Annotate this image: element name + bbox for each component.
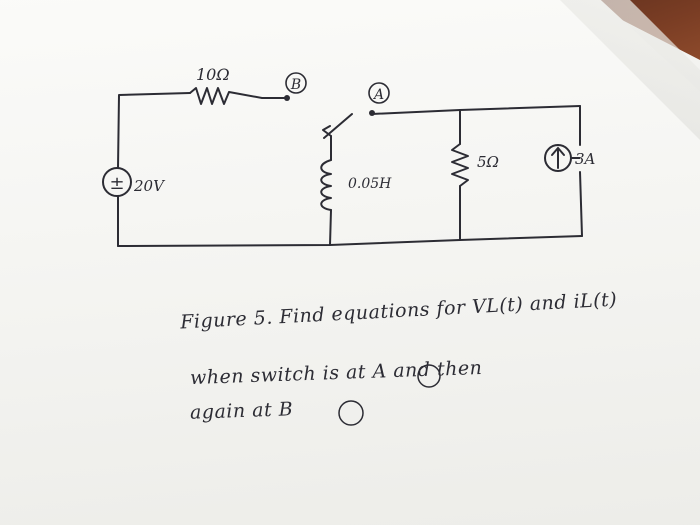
voltage-source-label: 20V (133, 177, 166, 195)
inductor-label: 0.05H (348, 176, 392, 192)
terminal-b-label: B (290, 77, 301, 93)
wire-top-right (371, 105, 581, 115)
wire-source-bottom (579, 171, 583, 237)
caption-b-circle (338, 400, 364, 426)
terminal-a-circle (368, 82, 390, 104)
caption-line-3: again at B (189, 398, 294, 424)
terminal-b-circle (285, 72, 307, 94)
terminal-a-label: A (372, 87, 384, 103)
terminal-a-dot (369, 110, 375, 116)
wire-top-left (117, 92, 191, 169)
current-source-label: 3A (575, 150, 596, 168)
resistor-top-zigzag (189, 87, 286, 105)
terminal-b-dot (284, 95, 290, 101)
current-source-arrow-icon (551, 146, 565, 169)
wire-middle-bottom (329, 209, 332, 246)
voltage-source-sign: ± (109, 173, 124, 194)
wire-bottom (117, 235, 583, 247)
caption-a-circle (417, 364, 441, 388)
resistor-right-zigzag (451, 143, 469, 187)
resistor-top-label: 10Ω (196, 65, 230, 84)
resistor-right-label: 5Ω (477, 153, 499, 171)
voltage-source-symbol (102, 167, 132, 197)
switch-hinge (322, 125, 332, 137)
inductor-coils (320, 159, 332, 211)
